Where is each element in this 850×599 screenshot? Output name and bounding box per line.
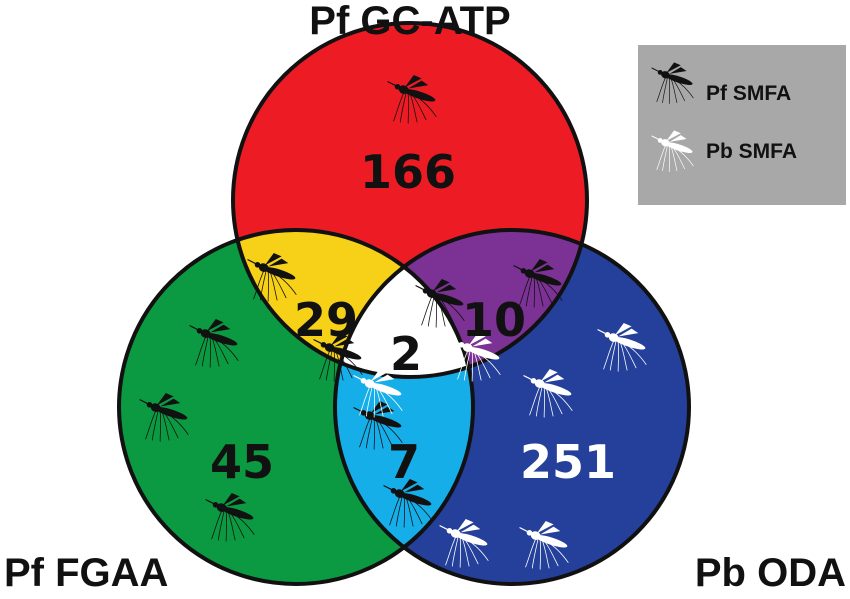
set-label-left: Pf FGAA	[4, 551, 168, 595]
legend: Pf SMFA Pb SMFA	[638, 45, 846, 205]
legend-pb-smfa: Pb SMFA	[706, 140, 797, 163]
count-top-only: 166	[360, 145, 456, 199]
set-label-right: Pb ODA	[695, 551, 846, 595]
set-top-outline	[231, 21, 589, 379]
count-left-only: 45	[210, 435, 274, 489]
set-right-outline	[333, 228, 691, 586]
set-left-outline	[117, 228, 475, 586]
count-top-right: 10	[462, 293, 526, 347]
set-label-top: Pf GC-ATP	[309, 0, 510, 43]
legend-box	[638, 45, 846, 205]
count-right-only: 251	[520, 435, 616, 489]
count-top-left: 29	[294, 293, 358, 347]
legend-pf-smfa: Pf SMFA	[706, 82, 791, 105]
count-left-right: 7	[388, 435, 420, 489]
count-all-three: 2	[390, 327, 422, 381]
